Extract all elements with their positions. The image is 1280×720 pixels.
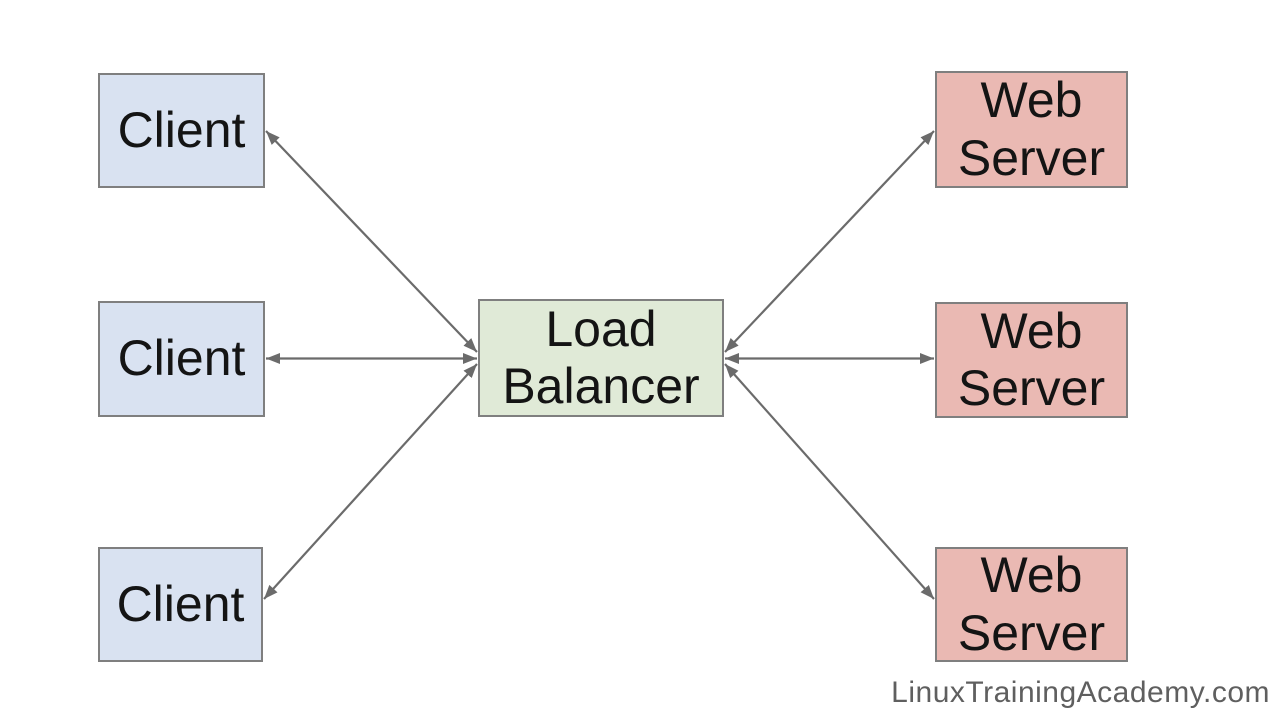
node-web-server-2-label: Web Server (957, 302, 1106, 417)
node-web-server-3: Web Server (935, 547, 1128, 662)
node-web-server-3-label: Web Server (957, 547, 1106, 661)
node-load-balancer: Load Balancer (478, 299, 724, 417)
edge-client-3-load-balancer (263, 363, 478, 600)
node-load-balancer-label: Load Balancer (502, 300, 700, 415)
node-client-2: Client (98, 301, 265, 417)
node-web-server-1-label: Web Server (957, 72, 1106, 186)
node-client-1-label: Client (117, 101, 246, 158)
node-client-3-label: Client (116, 575, 245, 632)
watermark-text: LinuxTrainingAcademy.com (891, 676, 1270, 709)
node-client-3: Client (98, 547, 263, 662)
edge-client-1-load-balancer (265, 130, 478, 353)
node-client-1: Client (98, 73, 265, 188)
node-web-server-2: Web Server (935, 302, 1128, 418)
node-client-2-label: Client (117, 330, 246, 387)
node-web-server-1: Web Server (935, 71, 1128, 188)
edge-load-balancer-web-server-1 (724, 130, 935, 353)
edge-load-balancer-web-server-3 (724, 363, 935, 600)
